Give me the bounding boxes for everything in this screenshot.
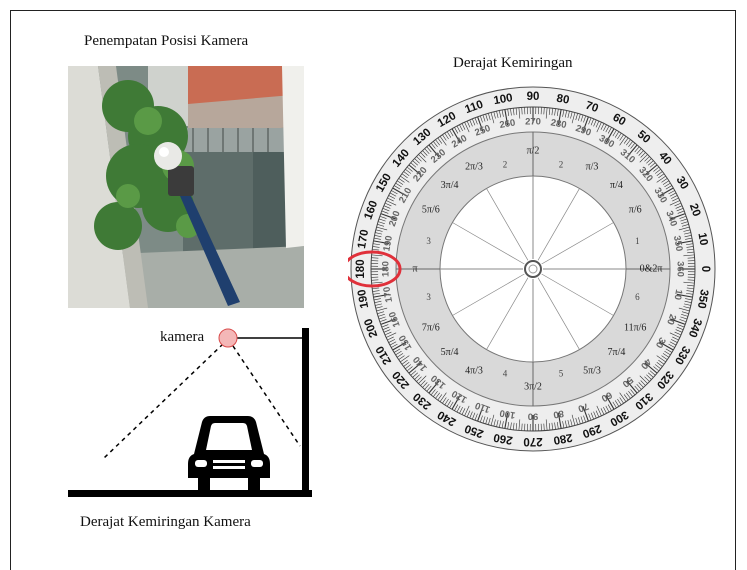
radian-label: 3π/2	[524, 382, 542, 393]
ring-number: 4	[503, 368, 508, 378]
ring-number: 6	[635, 292, 640, 302]
inner-degree-label: 360	[675, 261, 686, 277]
inner-degree-label: 270	[525, 117, 541, 128]
inner-degree-label: 180	[381, 261, 392, 277]
radian-label: 7π/4	[608, 347, 626, 358]
radian-label: 4π/3	[465, 366, 483, 377]
radian-label: π/6	[629, 205, 642, 216]
radian-label: 11π/6	[624, 323, 646, 334]
radian-label: 2π/3	[465, 161, 483, 172]
ring-number: 3	[426, 236, 431, 246]
ring-number: 5	[559, 368, 564, 378]
caption-camera-tilt: Derajat Kemiringan Kamera	[80, 514, 251, 531]
ring-number: 2	[559, 160, 564, 170]
outer-degree-label: 0	[699, 266, 711, 272]
car-icon	[188, 416, 270, 490]
radian-label: 3π/4	[441, 180, 459, 191]
radian-label: π	[412, 264, 417, 275]
radian-label: π/2	[527, 146, 540, 157]
caption-camera-placement: Penempatan Posisi Kamera	[84, 33, 248, 50]
outer-degree-label: 180	[355, 259, 367, 278]
radian-label: 5π/6	[422, 205, 440, 216]
radian-label: 5π/3	[583, 366, 601, 377]
schematic-drawing	[58, 322, 320, 502]
outer-degree-label: 270	[523, 435, 542, 447]
camera-placement-photo	[68, 66, 304, 308]
inner-degree-label: 90	[528, 411, 539, 422]
caption-tilt-degree: Derajat Kemiringan	[453, 55, 573, 72]
ring-number: 1	[635, 236, 640, 246]
radian-label: 0&2π	[640, 264, 663, 275]
inner-degree-label: 10	[671, 288, 684, 300]
center-hole	[529, 265, 537, 273]
protractor-dial: 0102030405060708090100110120130140150160…	[348, 84, 718, 454]
outer-degree-label: 80	[556, 93, 571, 107]
outer-degree-label: 90	[527, 91, 540, 103]
inner-degree-label: 80	[552, 407, 564, 420]
radian-label: 7π/6	[422, 323, 440, 334]
outer-degree-label: 10	[695, 232, 709, 247]
radian-label: 5π/4	[441, 347, 459, 358]
ground-line	[68, 490, 312, 497]
camera-label: kamera	[160, 329, 204, 346]
ring-number: 2	[503, 160, 508, 170]
radian-label: π/3	[586, 161, 599, 172]
ring-number: 3	[426, 292, 431, 302]
wall	[302, 328, 309, 497]
camera-schematic	[58, 322, 320, 502]
camera-dot	[219, 329, 237, 347]
radian-label: π/4	[610, 180, 623, 191]
camera-photo-illustration	[68, 66, 304, 308]
